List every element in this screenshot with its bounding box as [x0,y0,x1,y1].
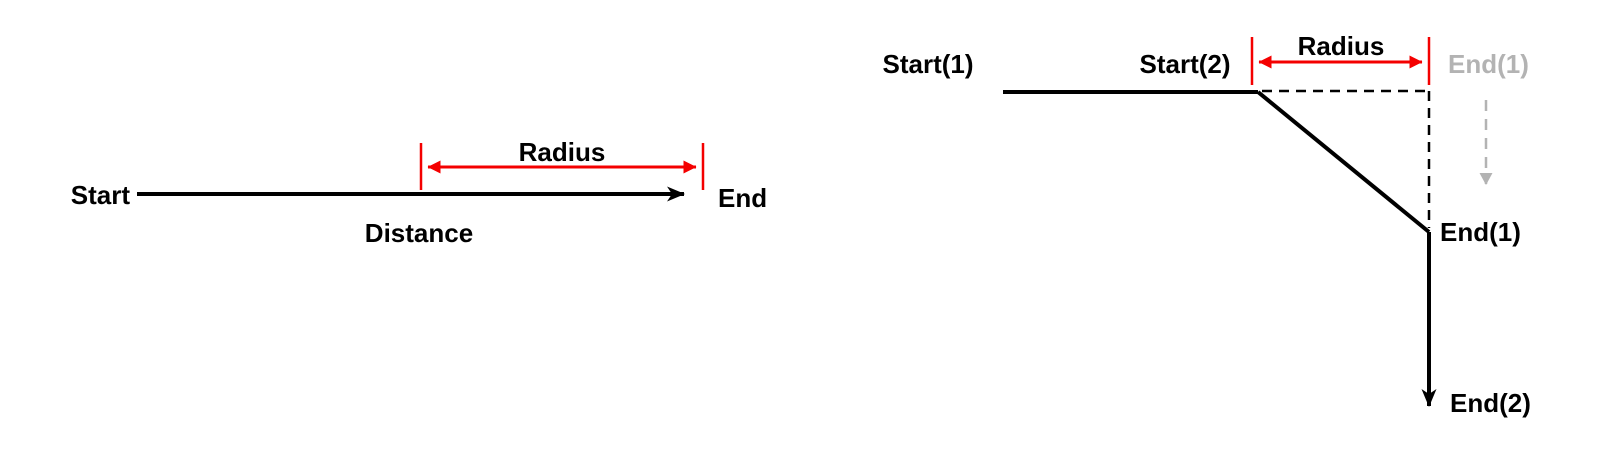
path-segment-corner [1256,90,1431,234]
start2-label: Start(2) [1139,49,1230,79]
distance-label: Distance [365,218,473,248]
start-label: Start [71,180,131,210]
figure-corner-move: Start(1) Start(2) Radius End(1) End(1) E… [882,31,1530,418]
end-label: End [718,183,767,213]
figure-straight-move: Start End Radius Distance [71,137,767,248]
radius-label: Radius [519,137,606,167]
end1-label: End(1) [1440,217,1521,247]
end1-ghost-label: End(1) [1448,49,1529,79]
radius-label: Radius [1298,31,1385,61]
start1-label: Start(1) [882,49,973,79]
end2-label: End(2) [1450,388,1531,418]
